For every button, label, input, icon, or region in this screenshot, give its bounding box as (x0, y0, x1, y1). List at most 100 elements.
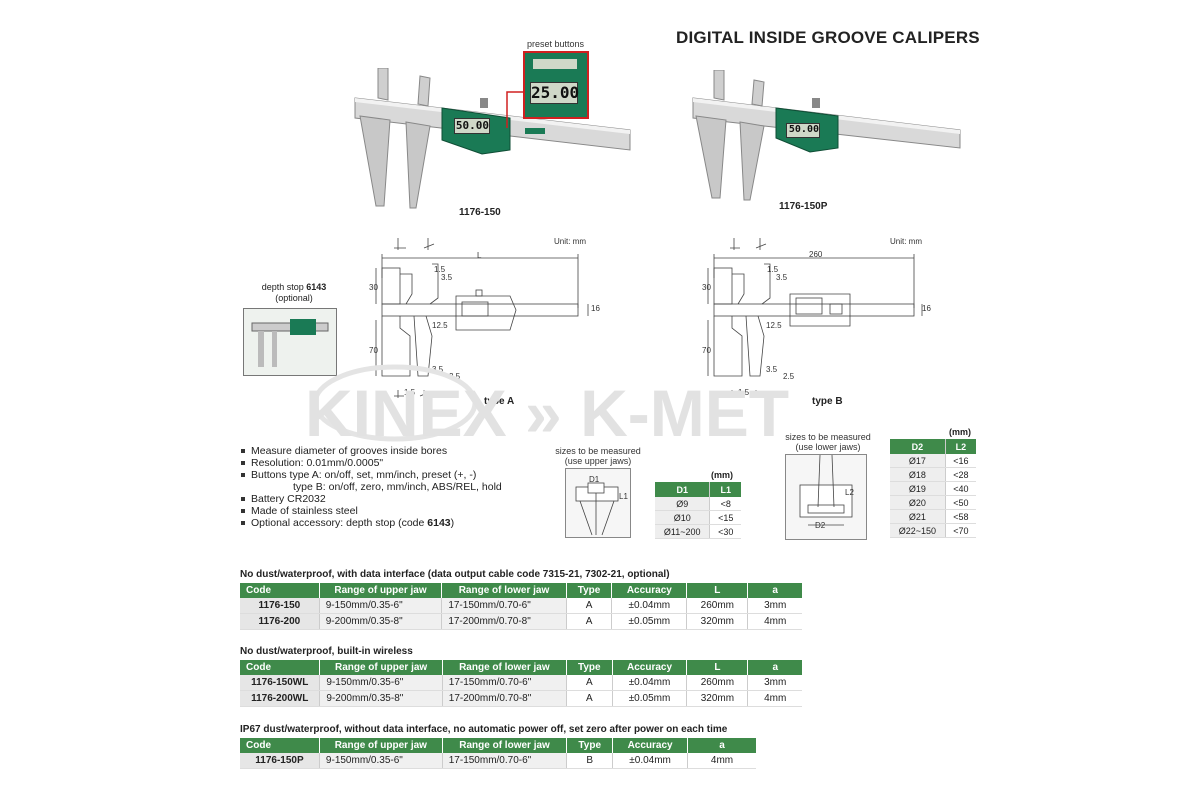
section-title-wireless: No dust/waterproof, built-in wireless (240, 646, 413, 657)
dim-b-8: 2.5 (783, 372, 795, 381)
dim-b-3: 30 (702, 283, 711, 292)
dim-L-a: L (477, 251, 482, 260)
spec-header: Range of lower jaw (441, 660, 567, 675)
spec-header: Range of lower jaw (441, 738, 567, 753)
spec-header: Code (240, 583, 320, 598)
spec-header: L (686, 660, 748, 675)
page-title: DIGITAL INSIDE GROOVE CALIPERS (676, 28, 980, 47)
spec-header: L (686, 583, 748, 598)
dim-a-6: 70 (369, 346, 378, 355)
spec-header: Type (565, 660, 613, 675)
feature-item: Measure diameter of grooves inside bores (240, 445, 502, 457)
feature-list: Measure diameter of grooves inside bores… (240, 445, 502, 529)
feature-item-accessory: Optional accessory: depth stop (code 614… (240, 517, 502, 529)
dim-a-4: 16 (591, 304, 600, 313)
type-b-label: type B (812, 396, 843, 407)
kinex-kmet-watermark: KINEX » K-MET (305, 364, 789, 448)
dim-a-3: 30 (369, 283, 378, 292)
spec-header: Range of lower jaw (441, 583, 567, 598)
lower-jaw-diagram (785, 454, 867, 540)
spec-header: Range of upper jaw (318, 583, 442, 598)
feature-item: Made of stainless steel (240, 505, 502, 517)
upper-diagram-l1: L1 (619, 492, 628, 501)
table-d2-unit: (mm) (949, 427, 971, 437)
table-row: Ø10<15 (655, 510, 741, 525)
depth-stop-label: depth stop 6143 (optional) (261, 282, 327, 303)
feature-item: Battery CR2032 (240, 493, 502, 505)
caliper-photo-a (354, 68, 631, 209)
table-d1-unit: (mm) (711, 470, 733, 480)
dim-a-5: 12.5 (432, 321, 448, 330)
spec-header: Code (240, 738, 320, 753)
table-row: Ø19<40 (890, 481, 976, 496)
upper-diagram-label: sizes to be measured(use upper jaws) (555, 446, 641, 466)
dim-b-4: 16 (922, 304, 931, 313)
dim-b-9: 1.5 (738, 388, 750, 397)
table-d1-header: D1 (655, 482, 710, 497)
lower-diagram-d2: D2 (815, 521, 826, 530)
dim-b-5: 12.5 (766, 321, 782, 330)
watermark-text: KINEX » K-MET (305, 376, 789, 448)
dim-a-2: 3.5 (441, 273, 453, 282)
drawing-type-a (375, 238, 589, 398)
dim-L-b: 260 (809, 250, 823, 259)
table-row: Ø17<16 (890, 454, 976, 468)
caliper-photo-b (692, 70, 961, 201)
dim-a-1: 1.5 (434, 265, 446, 274)
spec-header: Type (565, 583, 612, 598)
spec-header: Code (240, 660, 320, 675)
model-label-a: 1176-150 (459, 207, 501, 218)
spec-header: Accuracy (611, 660, 687, 675)
dim-b-6: 70 (702, 346, 711, 355)
table-row: Ø20<50 (890, 495, 976, 510)
dim-a-9: 1.5 (404, 388, 416, 397)
table-d2-header: D2 (890, 439, 946, 454)
dim-a-7: 3.5 (432, 365, 444, 374)
drawing-type-b (707, 238, 923, 398)
unit-label-a: Unit: mm (554, 237, 586, 246)
depth-stop-image (243, 308, 337, 376)
lower-diagram-label: sizes to be measured(use lower jaws) (785, 432, 871, 452)
spec-header: a (687, 738, 756, 753)
unit-label-b: Unit: mm (890, 237, 922, 246)
preset-buttons-label: preset buttons (527, 39, 585, 49)
table-d2-header: L2 (944, 439, 976, 454)
lcd-display-a: 50.00 (454, 118, 490, 134)
section-title-ip67: IP67 dust/waterproof, without data inter… (240, 724, 728, 735)
table-row: Ø11~200<30 (655, 524, 741, 539)
spec-header: Accuracy (612, 738, 688, 753)
spec-header: Range of upper jaw (318, 738, 443, 753)
spec-header: a (747, 660, 802, 675)
dim-b-7: 3.5 (766, 365, 778, 374)
upper-jaw-diagram (565, 468, 631, 538)
type-a-label: type A (484, 396, 515, 407)
feature-item: Resolution: 0.01mm/0.0005" (240, 457, 502, 469)
feature-item-sub: type B: on/off, zero, mm/inch, ABS/REL, … (293, 481, 502, 493)
spec-table-data-interface: Code Range of upper jaw Range of lower j… (240, 583, 802, 630)
spec-header: Accuracy (611, 583, 687, 598)
table-d1-header: L1 (709, 482, 741, 497)
spec-header: Type (566, 738, 613, 753)
zoom-connector (506, 91, 525, 128)
table-row: Ø22~150<70 (890, 523, 976, 538)
feature-item: Buttons type A: on/off, set, mm/inch, pr… (240, 469, 502, 481)
table-row: Ø9<8 (655, 497, 741, 511)
dim-b-1: 1.5 (767, 265, 779, 274)
spec-table-ip67: Code Range of upper jaw Range of lower j… (240, 738, 756, 769)
lower-diagram-l2: L2 (845, 488, 854, 497)
model-label-b: 1176-150P (779, 201, 828, 212)
spec-table-wireless: Code Range of upper jaw Range of lower j… (240, 660, 802, 707)
table-row: Ø18<28 (890, 467, 976, 482)
lcd-display-b: 50.00 (786, 123, 820, 138)
dim-b-2: 3.5 (776, 273, 788, 282)
upper-diagram-d1: D1 (589, 475, 600, 484)
table-row: Ø21<58 (890, 509, 976, 524)
lcd-display-preset: 25.00 (530, 82, 580, 104)
section-title-data-interface: No dust/waterproof, with data interface … (240, 569, 670, 580)
